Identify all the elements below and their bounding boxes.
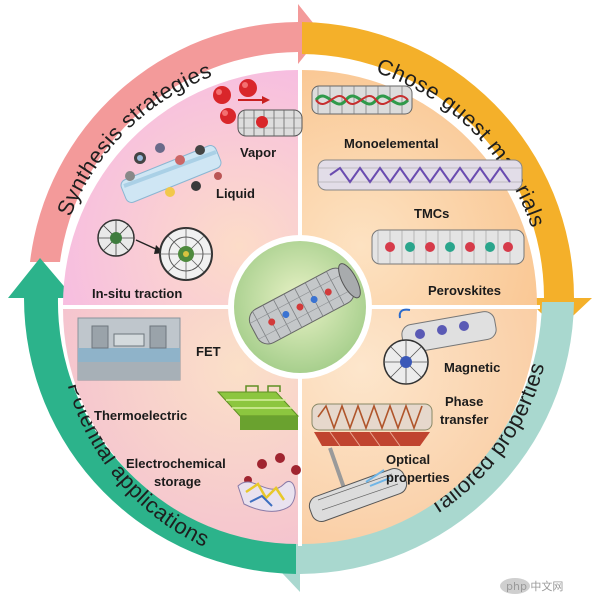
electro-illustration — [237, 453, 301, 512]
label-optical-1: Optical — [386, 452, 430, 467]
transistor-icon — [77, 317, 181, 381]
outer-ring — [8, 4, 592, 592]
tmcs-illustration — [317, 159, 523, 191]
fullerene-icon — [125, 143, 222, 197]
label-insitu: In-situ traction — [92, 286, 182, 301]
nanotube-icon — [311, 403, 433, 431]
nanotube-icon — [311, 85, 413, 115]
label-liquid: Liquid — [216, 186, 255, 201]
label-tmcs: TMCs — [414, 206, 449, 221]
applications-arrow — [8, 258, 296, 574]
label-optical-2: properties — [386, 470, 450, 485]
nanotube-icon — [248, 263, 361, 345]
guest-arrow — [302, 22, 592, 330]
monoelemental-illustration — [311, 85, 413, 115]
label-monoelemental: Monoelemental — [344, 136, 439, 151]
molecule-icon — [213, 79, 257, 124]
nanotube-icon — [237, 109, 303, 137]
fullerene-icon — [97, 219, 135, 257]
crystal-icon — [314, 431, 430, 447]
label-electro-2: storage — [154, 474, 201, 489]
tailored-arrow — [266, 302, 574, 592]
label-phase-2: transfer — [440, 412, 488, 427]
label-magnetic: Magnetic — [444, 360, 500, 375]
phase-illustration — [311, 403, 433, 447]
nanotube-icon — [159, 227, 213, 281]
insitu-illustration — [97, 219, 213, 281]
perovskites-illustration — [371, 229, 525, 265]
fullerene-icon — [383, 339, 429, 385]
label-vapor: Vapor — [240, 145, 276, 160]
liquid-illustration — [120, 143, 222, 203]
crystal-icon — [216, 385, 300, 430]
label-perovskites: Perovskites — [428, 283, 501, 298]
optical-illustration — [308, 447, 408, 522]
watermark: php 中文网 — [500, 578, 563, 594]
label-thermoelectric: Thermoelectric — [94, 408, 187, 423]
label-fet: FET — [196, 344, 221, 359]
nanotube-icon — [371, 229, 525, 265]
fet-illustration — [77, 317, 181, 381]
magnetic-illustration — [383, 308, 497, 385]
vapor-illustration — [213, 79, 303, 137]
thermo-illustration — [216, 385, 300, 430]
synthesis-arrow — [30, 4, 322, 262]
label-electro-1: Electrochemical — [126, 456, 226, 471]
center-emblem — [228, 235, 372, 379]
nanotube-icon — [317, 159, 523, 191]
label-phase-1: Phase — [445, 394, 483, 409]
watermark-text: php 中文网 — [506, 579, 563, 593]
